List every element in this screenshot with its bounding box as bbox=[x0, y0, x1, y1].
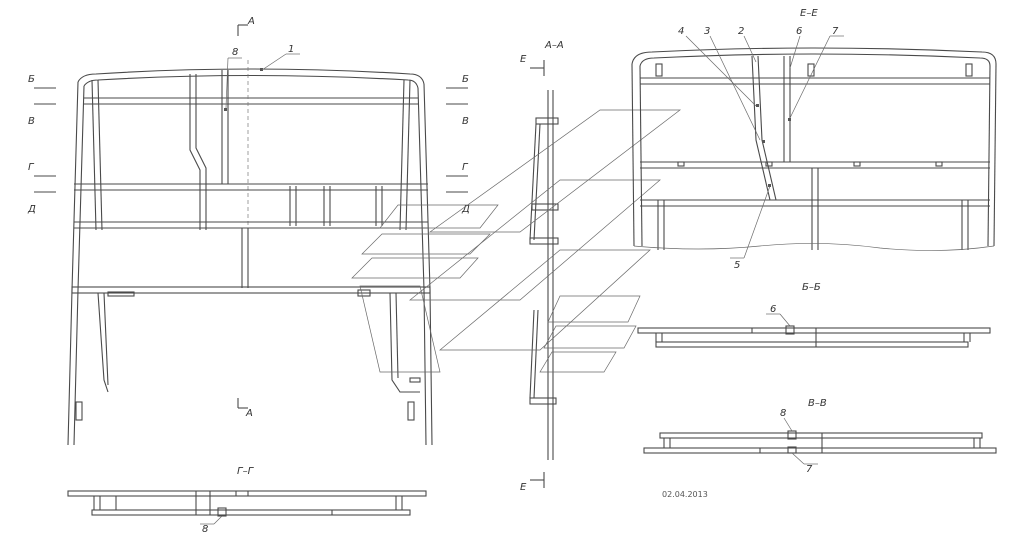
cut-b-left: Б bbox=[28, 74, 35, 85]
section-a-top-label: А bbox=[247, 16, 255, 27]
drawing-date: 02.04.2013 bbox=[662, 490, 708, 499]
callout-7-vv: 7 bbox=[806, 464, 813, 475]
callout-6-ee: 6 bbox=[796, 26, 802, 37]
cut-g-left: Г bbox=[28, 162, 35, 173]
cut-e-top-label: Е bbox=[520, 54, 527, 65]
cut-d-right: Д bbox=[461, 204, 470, 215]
callout-2: 2 bbox=[738, 26, 744, 37]
cut-v-left: В bbox=[28, 116, 35, 127]
section-gg-title: Г–Г bbox=[237, 466, 255, 477]
cut-d-left: Д bbox=[27, 204, 36, 215]
section-ee: Е–Е bbox=[631, 8, 997, 271]
section-ee-title: Е–Е bbox=[800, 8, 818, 19]
callout-4: 4 bbox=[678, 26, 684, 37]
front-view: А А 1 8 Б В Г Д Б В Г Д bbox=[27, 16, 470, 446]
callout-6-bb: 6 bbox=[770, 304, 776, 315]
cut-g-right: Г bbox=[462, 162, 469, 173]
section-gg: Г–Г 8 bbox=[67, 466, 427, 535]
section-bb-title: Б–Б bbox=[802, 282, 821, 293]
section-vv-title: В–В bbox=[808, 398, 827, 409]
cut-e-bottom-label: Е bbox=[520, 482, 527, 493]
callout-3: 3 bbox=[704, 26, 710, 37]
section-aa-title: А–А bbox=[544, 40, 564, 51]
cut-v-right: В bbox=[462, 116, 469, 127]
section-aa: А–А Е Е bbox=[351, 40, 682, 493]
section-vv: В–В 8 7 bbox=[643, 398, 997, 475]
callout-5: 5 bbox=[734, 260, 740, 271]
callout-8-gg: 8 bbox=[202, 524, 208, 535]
callout-7-ee: 7 bbox=[832, 26, 839, 37]
section-a-bottom-label: А bbox=[245, 408, 253, 419]
section-bb: Б–Б 6 bbox=[637, 282, 991, 348]
callout-8-vv: 8 bbox=[780, 408, 786, 419]
callout-1: 1 bbox=[288, 44, 294, 55]
callout-8-front: 8 bbox=[232, 47, 238, 58]
cut-b-right: Б bbox=[462, 74, 469, 85]
